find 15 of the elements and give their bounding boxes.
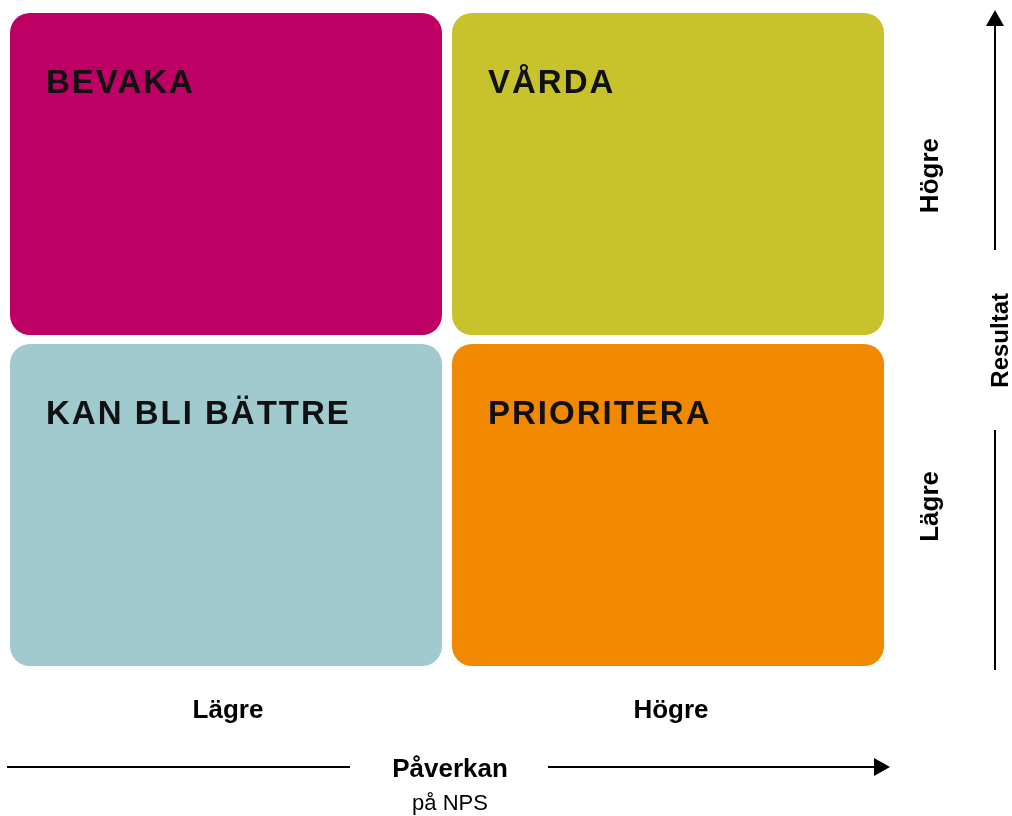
axis-tick-label: Högre xyxy=(916,138,942,214)
quadrant-title: BEVAKA xyxy=(46,63,195,101)
quadrant-title: VÅRDA xyxy=(488,63,616,101)
axis-tick-label: Högre xyxy=(633,696,709,722)
quadrant-title: PRIORITERA xyxy=(488,394,712,432)
quadrant-title: KAN BLI BÄTTRE xyxy=(46,394,351,432)
quadrant-box xyxy=(452,344,884,666)
axis-title: Påverkan xyxy=(392,755,508,781)
quadrant-box xyxy=(10,344,442,666)
axis-title: Resultat xyxy=(988,292,1012,388)
quadrant-box xyxy=(452,13,884,335)
quadrant-box xyxy=(10,13,442,335)
axis-tick-label: Lägre xyxy=(192,696,264,722)
axis-tick-label: Lägre xyxy=(916,470,942,542)
axis-subtitle: på NPS xyxy=(412,792,488,814)
